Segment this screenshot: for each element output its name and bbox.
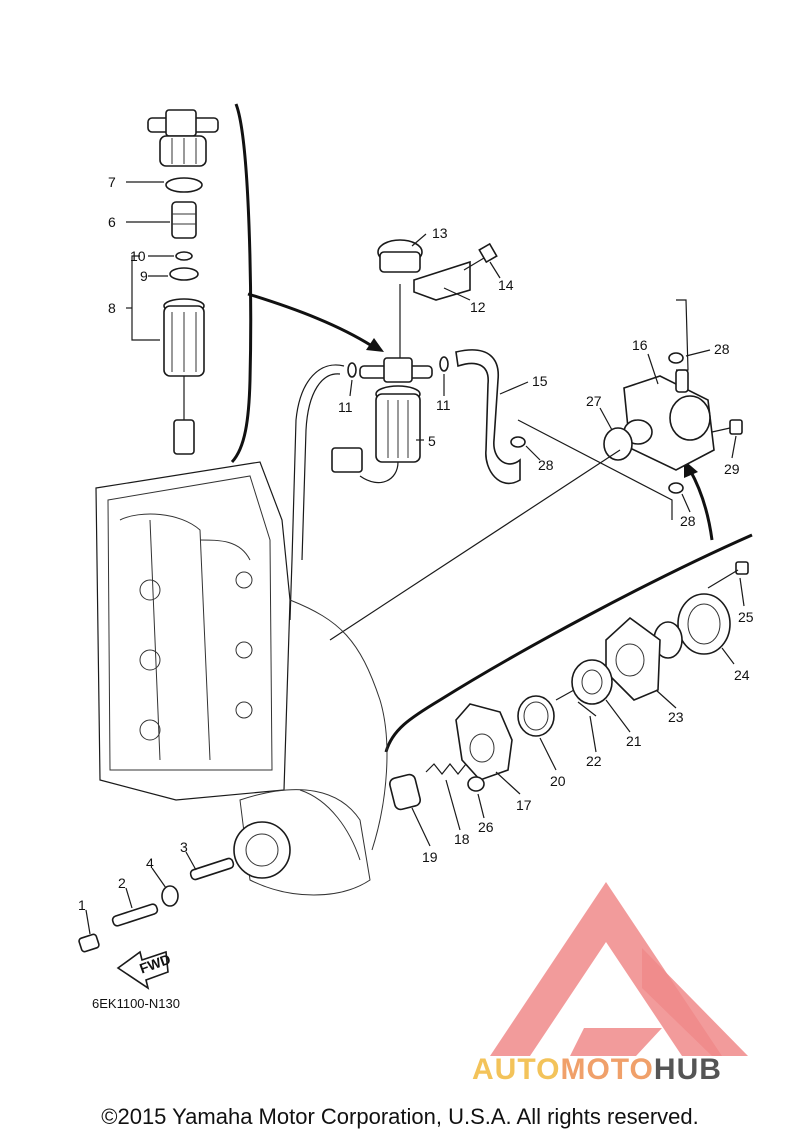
logo-triangle-inner (642, 948, 748, 1056)
clip-11-left (347, 362, 357, 378)
body-23 (605, 616, 661, 701)
fwd-arrow: FWD (116, 950, 173, 990)
fuel-pump-16 (623, 299, 715, 471)
collar-4 (161, 885, 179, 907)
leader-pump-mount (329, 449, 621, 641)
callout-22: 22 (586, 753, 602, 769)
callout-17: 17 (516, 797, 532, 813)
spring-18 (425, 763, 467, 775)
callout-8: 8 (108, 300, 116, 316)
callout-6: 6 (108, 214, 116, 230)
hose-left (289, 364, 345, 621)
bolt-29 (711, 419, 743, 435)
cover-24 (677, 593, 731, 655)
inset-arrow (247, 292, 373, 348)
callout-bracket-8 (131, 255, 160, 341)
inset-arrow-head (366, 338, 384, 352)
callout-23: 23 (668, 709, 684, 725)
callout-15: 15 (532, 373, 548, 389)
o-ring-27 (603, 427, 633, 461)
washer-10 (175, 251, 193, 261)
copyright-notice: ©2015 Yamaha Motor Corporation, U.S.A. A… (101, 1104, 699, 1129)
callout-4: 4 (146, 855, 154, 871)
callout-5: 5 (428, 433, 436, 449)
housing-17 (455, 703, 513, 781)
automotohub-logo (490, 882, 748, 1056)
bracket-12 (413, 260, 471, 301)
brand-watermark: AUTOMOTOHUB (472, 1055, 722, 1085)
screw-25 (707, 561, 749, 589)
clip-28-c (668, 482, 684, 494)
callout-11-left: 11 (338, 399, 353, 415)
filter-cap (147, 109, 219, 167)
leader-lines (85, 181, 745, 935)
callout-16: 16 (632, 337, 648, 353)
hose-15 (455, 349, 521, 485)
bolt-1 (78, 933, 100, 953)
logo-triangle-outer (490, 882, 722, 1056)
brand-hub: HUB (653, 1053, 722, 1086)
pin-22 (577, 701, 597, 717)
callout-29: 29 (724, 461, 740, 477)
filter-clamp-13 (377, 239, 423, 273)
callout-28-a: 28 (538, 457, 554, 473)
plunger-2 (111, 903, 159, 927)
diagram-code: 6EK1100-N130 (92, 996, 180, 1011)
filter-element-6 (171, 201, 197, 239)
leader-28 (517, 419, 673, 520)
plunger-19 (388, 773, 422, 811)
diaphragm-21 (555, 659, 613, 705)
pump-bracket-arc (384, 533, 753, 753)
callout-24: 24 (734, 667, 750, 683)
callout-10: 10 (130, 248, 146, 264)
logo-bar (570, 1028, 662, 1056)
shaft-3 (189, 857, 235, 881)
clip-28-a (510, 436, 526, 448)
callout-20: 20 (550, 773, 566, 789)
filter-cup-8 (163, 298, 205, 455)
callout-9: 9 (140, 268, 148, 284)
callout-numbers: 7 6 10 9 8 13 12 14 11 11 5 15 28 16 28 … (78, 174, 754, 913)
callout-19: 19 (422, 849, 438, 865)
nut-26 (467, 776, 485, 792)
fuel-filter-5 (331, 357, 433, 484)
spring-20 (517, 695, 555, 737)
callout-28-c: 28 (680, 513, 696, 529)
float-9 (169, 267, 199, 281)
cylinder-head (95, 461, 388, 851)
callout-21: 21 (626, 733, 642, 749)
o-ring-7 (165, 177, 203, 193)
callout-28-b: 28 (714, 341, 730, 357)
callout-27: 27 (586, 393, 602, 409)
callout-13: 13 (432, 225, 448, 241)
inset-bracket-arc (230, 103, 253, 464)
callout-1: 1 (78, 897, 86, 913)
callout-2: 2 (118, 875, 126, 891)
callout-3: 3 (180, 839, 188, 855)
callout-11-right: 11 (436, 397, 451, 413)
clip-28-b (668, 352, 684, 364)
bolt-14 (463, 242, 498, 271)
callout-26: 26 (478, 819, 494, 835)
callout-7: 7 (108, 174, 116, 190)
callout-18: 18 (454, 831, 470, 847)
clip-11-right (439, 356, 449, 372)
callout-14: 14 (498, 277, 514, 293)
callout-12: 12 (470, 299, 486, 315)
brand-auto: AUTO (472, 1053, 561, 1086)
cam-housing (233, 789, 371, 896)
pump-arrow (688, 469, 714, 541)
callout-25: 25 (738, 609, 754, 625)
brand-moto: MOTO (560, 1053, 654, 1086)
